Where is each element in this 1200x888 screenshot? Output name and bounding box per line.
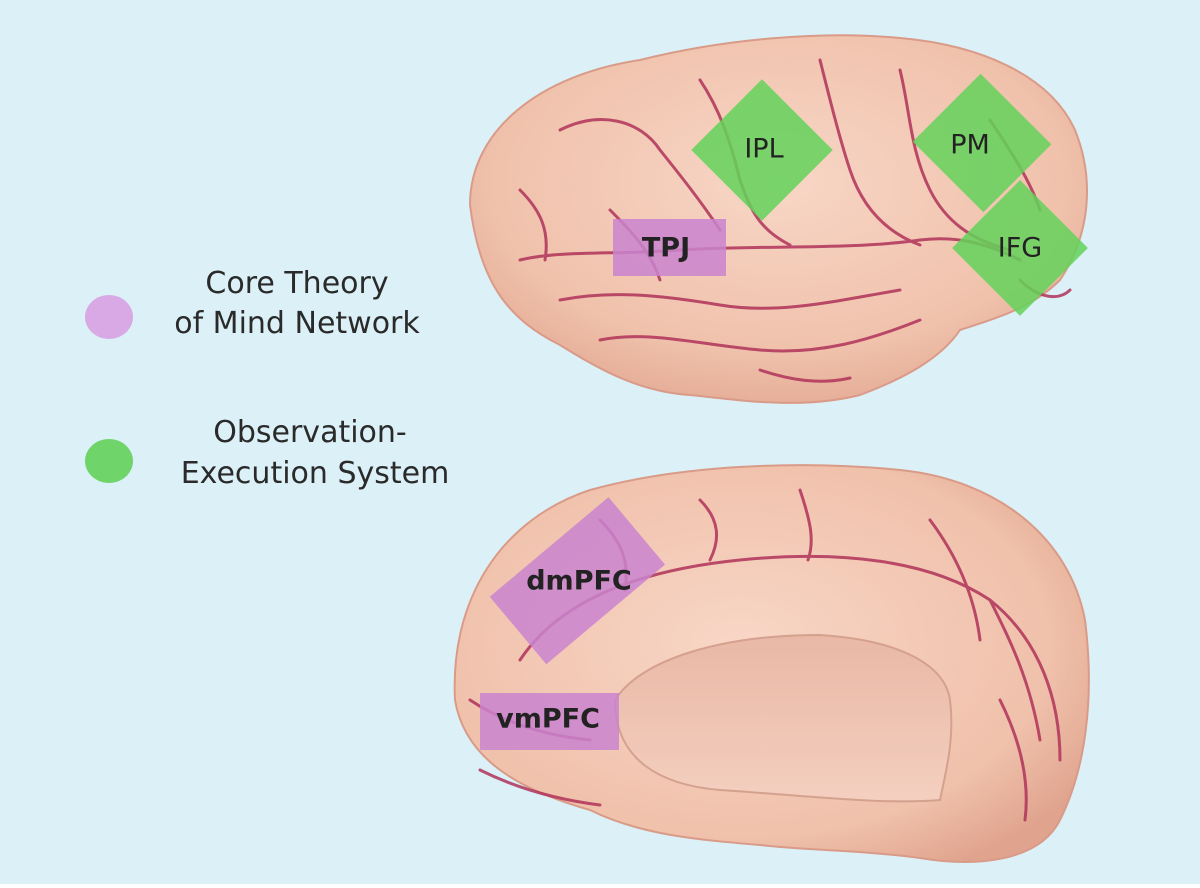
legend-item-tom: Core Theory of Mind Network [85,266,420,341]
region-vmpfc-patch [480,693,619,750]
region-dmpfc-label: dmPFC [526,566,632,597]
legend: Core Theory of Mind Network Observation-… [85,266,449,491]
region-ifg-label: IFG [998,233,1042,264]
region-vmpfc-label: vmPFC [496,704,600,735]
lateral-brain-view: IPL PM IFG TPJ [468,34,1088,404]
region-pm-label: PM [950,130,990,161]
region-tpj-patch [613,219,726,276]
lateral-sulci [518,58,1072,383]
medial-sulci [468,488,1062,822]
region-pm: PM [912,73,1052,213]
legend-oe-line1: Observation- [213,415,407,450]
region-tpj: TPJ [613,219,726,276]
legend-tom-line2: of Mind Network [174,306,420,341]
region-ipl-label: IPL [744,134,783,165]
region-tpj-label: TPJ [642,233,690,264]
legend-item-oe: Observation- Execution System [85,415,449,491]
legend-tom-line1: Core Theory [205,266,388,301]
region-pm-patch [912,73,1052,213]
region-dmpfc-patch [489,497,666,665]
medial-brain-view: dmPFC vmPFC [453,464,1090,863]
legend-swatch-tom [85,295,133,339]
corpus-callosum [613,633,953,803]
legend-swatch-oe [85,439,133,483]
region-dmpfc: dmPFC [489,497,666,665]
region-vmpfc: vmPFC [480,693,619,750]
legend-oe-line2: Execution System [181,456,450,491]
